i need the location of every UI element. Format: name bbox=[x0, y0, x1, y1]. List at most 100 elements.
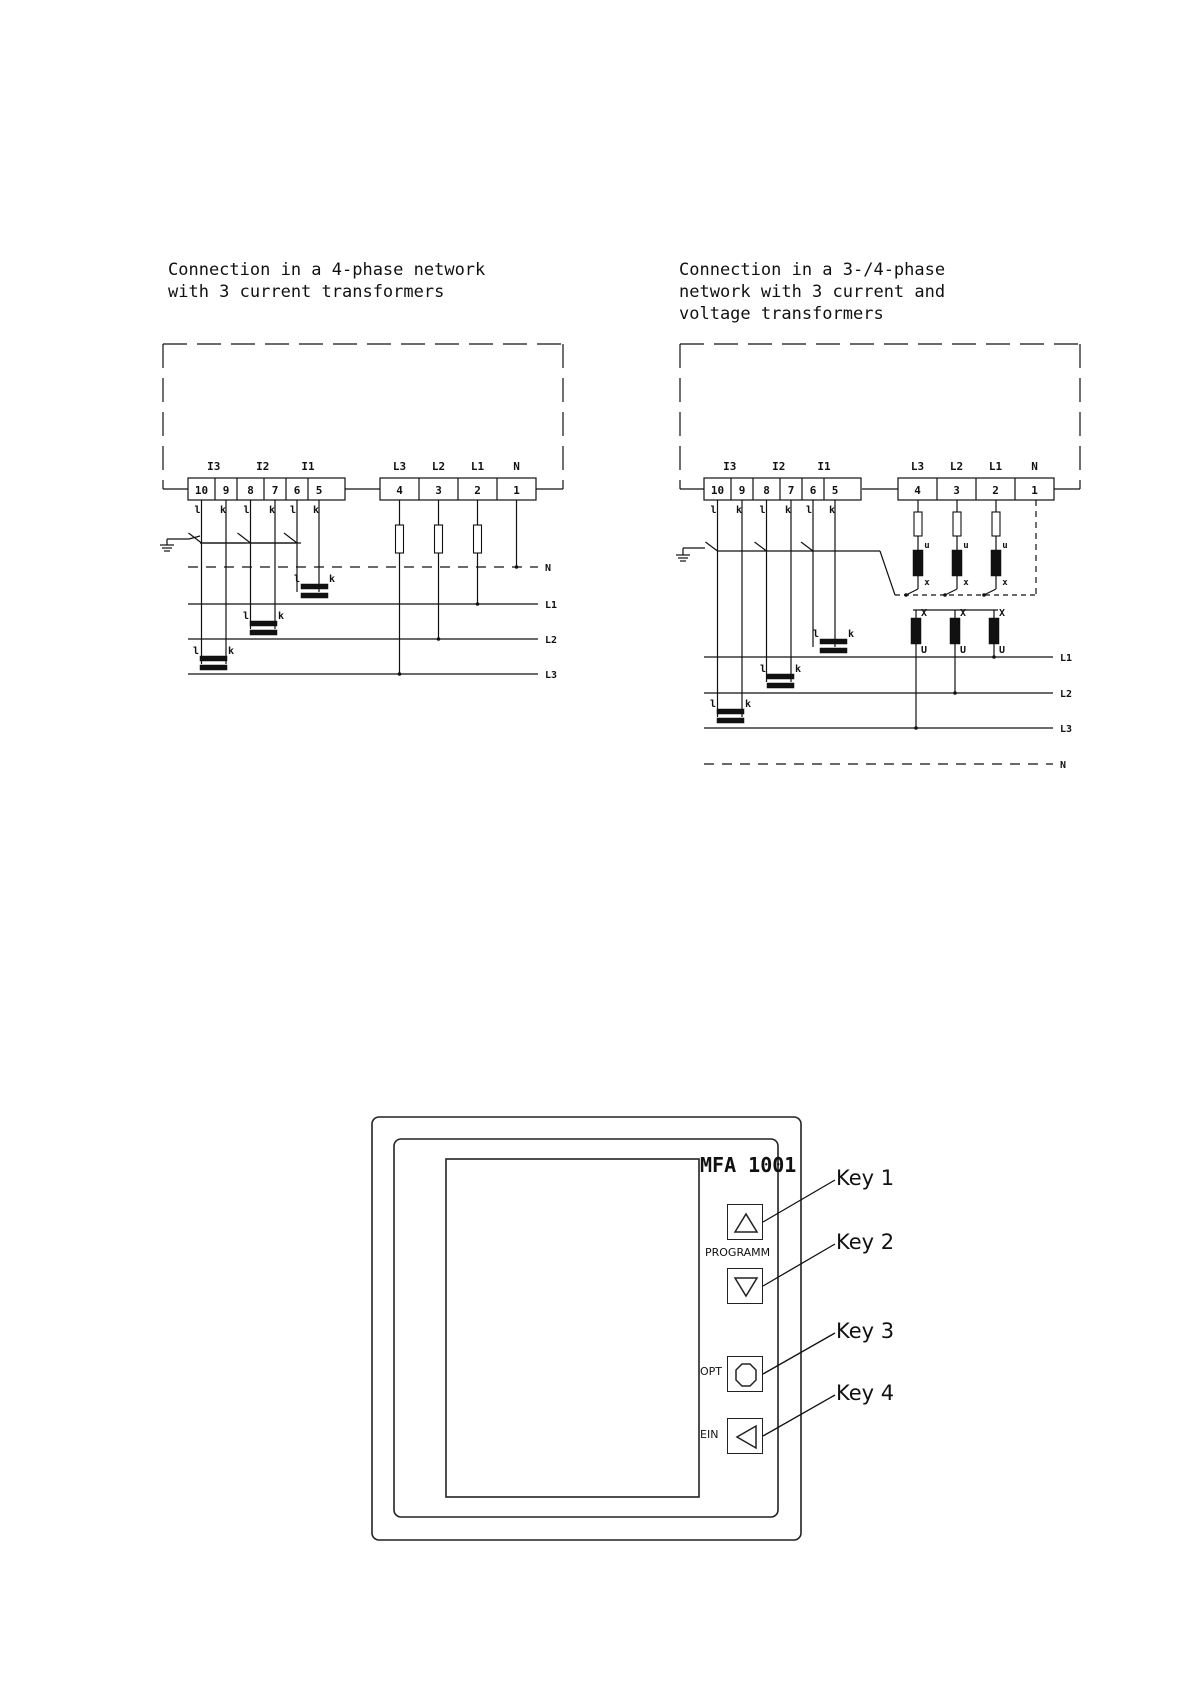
device-inner-frame bbox=[393, 1138, 779, 1518]
device-front-panel bbox=[371, 1116, 836, 1541]
voltage-transformer-winding bbox=[949, 617, 961, 645]
key-1-label: Key 1 bbox=[836, 1166, 895, 1190]
current-group-label: I2 bbox=[772, 460, 785, 473]
key-4-label: Key 4 bbox=[836, 1381, 895, 1405]
current-transformer-core bbox=[716, 717, 745, 724]
ct-mark-l: l bbox=[710, 505, 716, 516]
voltage-group-label: L2 bbox=[432, 460, 445, 473]
terminal-number: 4 bbox=[914, 484, 921, 497]
ct-mark-l: l bbox=[243, 505, 249, 516]
ct-mark-k: k bbox=[795, 664, 801, 675]
current-group-label: I1 bbox=[301, 460, 315, 473]
terminal-number: 7 bbox=[272, 484, 279, 497]
ct-mark-k: k bbox=[829, 505, 835, 516]
terminal-number: 9 bbox=[739, 484, 746, 497]
terminal-number: 5 bbox=[832, 484, 839, 497]
ct-mark-l: l bbox=[294, 574, 300, 585]
key-4-ein-button[interactable] bbox=[727, 1418, 763, 1454]
triangle-left-icon bbox=[735, 1424, 757, 1450]
opt-label: OPT bbox=[700, 1365, 723, 1378]
fuse-symbol bbox=[952, 511, 962, 537]
line-label-l3: L3 bbox=[1060, 724, 1072, 735]
vt-star-wire bbox=[905, 588, 919, 596]
voltage-transformer-winding bbox=[951, 549, 963, 577]
current-group-label: I2 bbox=[256, 460, 269, 473]
key-leader-line bbox=[762, 1179, 836, 1223]
current-group-label: I3 bbox=[207, 460, 220, 473]
key-3-opt-button[interactable] bbox=[727, 1356, 763, 1392]
key-leader-line bbox=[762, 1332, 836, 1375]
earth-switch bbox=[800, 541, 814, 552]
right-title-line-1: Connection in a 3-/4-phase bbox=[679, 260, 946, 280]
key-1-up-button[interactable] bbox=[727, 1204, 763, 1240]
ct-mark-k: k bbox=[313, 505, 319, 516]
vt-mark-u-secondary: U bbox=[960, 645, 966, 656]
ct-mark-k: k bbox=[736, 505, 742, 516]
current-group-label: I1 bbox=[817, 460, 831, 473]
junction-dot bbox=[397, 672, 402, 676]
current-terminal-block bbox=[703, 477, 862, 501]
vt-mark-u: u bbox=[1002, 541, 1007, 551]
voltage-group-label: L1 bbox=[471, 460, 485, 473]
junction-dot bbox=[992, 655, 996, 659]
earth-switch bbox=[283, 532, 298, 544]
junction-dot bbox=[953, 691, 957, 695]
ct-mark-l: l bbox=[759, 505, 765, 516]
terminal-number: 2 bbox=[992, 484, 999, 497]
right-title-line-3: voltage transformers bbox=[679, 304, 884, 324]
line-label-l1: L1 bbox=[1060, 653, 1072, 664]
device-outer-frame bbox=[371, 1116, 802, 1541]
current-transformer-core bbox=[716, 708, 745, 715]
ct-mark-l: l bbox=[760, 664, 766, 675]
vt-mark-x-secondary: X bbox=[999, 608, 1005, 619]
line-label-n: N bbox=[1060, 760, 1066, 771]
line-label-l2: L2 bbox=[1060, 689, 1072, 700]
terminal-number: 1 bbox=[1031, 484, 1038, 497]
fuse-symbol bbox=[433, 524, 444, 554]
triangle-down-icon bbox=[733, 1277, 759, 1298]
vt-mark-u-secondary: U bbox=[921, 645, 927, 656]
key-2-down-button[interactable] bbox=[727, 1268, 763, 1304]
ct-mark-k: k bbox=[228, 646, 234, 657]
display-window bbox=[445, 1158, 700, 1498]
ct-mark-k: k bbox=[269, 505, 275, 516]
ct-mark-k: k bbox=[848, 629, 854, 640]
ct-mark-l: l bbox=[194, 505, 200, 516]
vt-mark-x: x bbox=[1002, 578, 1008, 588]
octagon-icon bbox=[735, 1363, 757, 1387]
ct-mark-k: k bbox=[278, 611, 284, 622]
earth-switch bbox=[705, 541, 718, 552]
vt-mark-x-secondary: X bbox=[960, 608, 966, 619]
vt-mark-u: u bbox=[963, 541, 968, 551]
earth-switch bbox=[237, 532, 251, 544]
vt-mark-x: x bbox=[963, 578, 969, 588]
voltage-group-label: L3 bbox=[911, 460, 924, 473]
key-leader-line bbox=[762, 1394, 836, 1437]
current-group-label: I3 bbox=[723, 460, 736, 473]
line-label-n: N bbox=[545, 563, 551, 574]
fuse-symbol bbox=[472, 524, 483, 554]
key-3-label: Key 3 bbox=[836, 1319, 895, 1343]
current-transformer-core bbox=[766, 682, 795, 689]
fuse-symbol bbox=[991, 511, 1001, 537]
terminal-number: 4 bbox=[396, 484, 403, 497]
junction-dot bbox=[914, 726, 918, 730]
vt-star-wire bbox=[944, 588, 958, 596]
model-label: MFA 1001 bbox=[700, 1153, 797, 1177]
terminal-number: 8 bbox=[763, 484, 770, 497]
vt-star-wire bbox=[983, 588, 997, 596]
terminal-number: 2 bbox=[474, 484, 481, 497]
key-2-label: Key 2 bbox=[836, 1230, 895, 1254]
vt-mark-x-secondary: X bbox=[921, 608, 927, 619]
ct-mark-l: l bbox=[243, 611, 249, 622]
triangle-up-icon bbox=[733, 1212, 759, 1233]
ein-label: EIN bbox=[700, 1428, 719, 1441]
current-transformer-core bbox=[199, 664, 228, 671]
right-title-line-2: network with 3 current and bbox=[679, 282, 946, 302]
earth-link bbox=[879, 550, 896, 596]
junction-dot bbox=[982, 593, 986, 597]
vt-mark-u-secondary: U bbox=[999, 645, 1005, 656]
terminal-number: 9 bbox=[223, 484, 230, 497]
voltage-transformer-winding bbox=[990, 549, 1002, 577]
